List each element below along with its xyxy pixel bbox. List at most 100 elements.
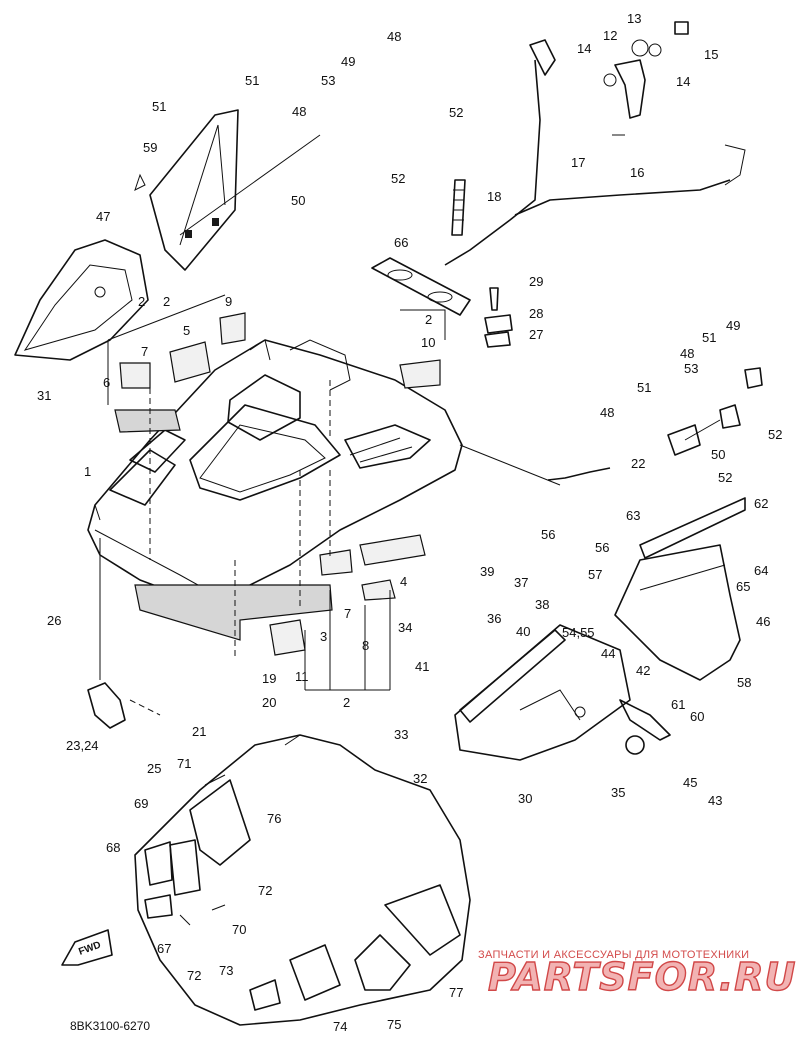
drawing-code: 8BK3100-6270 [70, 1019, 150, 1033]
fwd-label: FWD [77, 940, 102, 958]
callout-label: 56 [595, 540, 609, 555]
callout-label: 52 [718, 470, 732, 485]
left-side-panel [14, 239, 149, 361]
callout-label: 2 [343, 695, 350, 710]
callout-label: 38 [535, 597, 549, 612]
callout-label: 48 [387, 29, 401, 44]
callout-label: 47 [96, 209, 110, 224]
callout-label: 36 [487, 611, 501, 626]
callout-label: 58 [737, 675, 751, 690]
gasket [371, 257, 471, 316]
callout-label: 39 [480, 564, 494, 579]
callout-label: 9 [225, 294, 232, 309]
callout-label: 27 [529, 327, 543, 342]
callout-label: 32 [413, 771, 427, 786]
callout-label: 7 [141, 344, 148, 359]
callout-label: 49 [726, 318, 740, 333]
callout-label: 2 [138, 294, 145, 309]
side-bracket [134, 109, 239, 271]
callout-label: 63 [626, 508, 640, 523]
callout-label: 70 [232, 922, 246, 937]
callout-label: 44 [601, 646, 615, 661]
callout-label: 10 [421, 335, 435, 350]
watermark-caption: ЗАПЧАСТИ И АКСЕССУАРЫ ДЛЯ МОТОТЕХНИКИ [478, 949, 749, 961]
callout-label: 1 [84, 464, 91, 479]
callout-label: 48 [600, 405, 614, 420]
throttle-cables [444, 39, 746, 266]
callout-label: 2 [163, 294, 170, 309]
callout-label: 37 [514, 575, 528, 590]
callout-label: 69 [134, 796, 148, 811]
callout-label: 21 [192, 724, 206, 739]
lever-assembly [603, 21, 689, 136]
callout-label: 42 [636, 663, 650, 678]
callout-label: 49 [341, 54, 355, 69]
callout-label: 43 [708, 793, 722, 808]
assembly-guide-lines [99, 134, 561, 716]
callout-label: 60 [690, 709, 704, 724]
callout-label: 53 [684, 361, 698, 376]
callout-label: 23,24 [66, 738, 99, 753]
callout-label: 31 [37, 388, 51, 403]
callout-label: 3 [320, 629, 327, 644]
callout-label: 52 [449, 105, 463, 120]
callout-label: 66 [394, 235, 408, 250]
callout-label: 71 [177, 756, 191, 771]
callout-label: 22 [631, 456, 645, 471]
callout-label: 8 [362, 638, 369, 653]
callout-label: 51 [637, 380, 651, 395]
callout-label: 62 [754, 496, 768, 511]
callout-label: 46 [756, 614, 770, 629]
lower-cowl [134, 734, 471, 1026]
callout-labels: 1 2 2 2 2 3 4 5 6 7 7 8 9 10 11 12 13 14… [37, 11, 782, 1034]
callout-label: 61 [671, 697, 685, 712]
callout-label: 13 [627, 11, 641, 26]
callout-label: 20 [262, 695, 276, 710]
callout-label: 74 [333, 1019, 347, 1034]
callout-label: 18 [487, 189, 501, 204]
callout-label: 7 [344, 606, 351, 621]
callout-label: 26 [47, 613, 61, 628]
callout-label: 56 [541, 527, 555, 542]
callout-label: 35 [611, 785, 625, 800]
callout-label: 51 [245, 73, 259, 88]
callout-label: 17 [571, 155, 585, 170]
callout-label: 6 [103, 375, 110, 390]
callout-label: 29 [529, 274, 543, 289]
foam-pads [114, 312, 441, 656]
callout-label: 16 [630, 165, 644, 180]
callout-label: 54,55 [562, 625, 595, 640]
callout-label: 48 [292, 104, 306, 119]
watermark-logo: PARTSFOR.RU [488, 955, 796, 999]
callout-label: 75 [387, 1017, 401, 1032]
callout-label: 25 [147, 761, 161, 776]
callout-label: 48 [680, 346, 694, 361]
callout-label: 59 [143, 140, 157, 155]
callout-label: 14 [577, 41, 591, 56]
callout-label: 67 [157, 941, 171, 956]
callout-label: 5 [183, 323, 190, 338]
callout-label: 57 [588, 567, 602, 582]
callout-label: 64 [754, 563, 768, 578]
under-bracket [454, 624, 671, 761]
callout-label: 52 [391, 171, 405, 186]
callout-label: 50 [291, 193, 305, 208]
forward-arrow [61, 929, 113, 966]
watermark: ЗАПЧАСТИ И АКСЕССУАРЫ ДЛЯ МОТОТЕХНИКИ PA… [478, 949, 796, 1000]
callout-label: 41 [415, 659, 429, 674]
callout-label: 12 [603, 28, 617, 43]
hose-22 [547, 467, 611, 481]
callout-label: 15 [704, 47, 718, 62]
callout-label: 53 [321, 73, 335, 88]
callout-label: 73 [219, 963, 233, 978]
callout-label: 33 [394, 727, 408, 742]
callout-label: 65 [736, 579, 750, 594]
callout-label: 77 [449, 985, 463, 1000]
callout-label: 51 [702, 330, 716, 345]
callout-label: 45 [683, 775, 697, 790]
callout-label: 19 [262, 671, 276, 686]
callout-label: 14 [676, 74, 690, 89]
callout-label: 76 [267, 811, 281, 826]
